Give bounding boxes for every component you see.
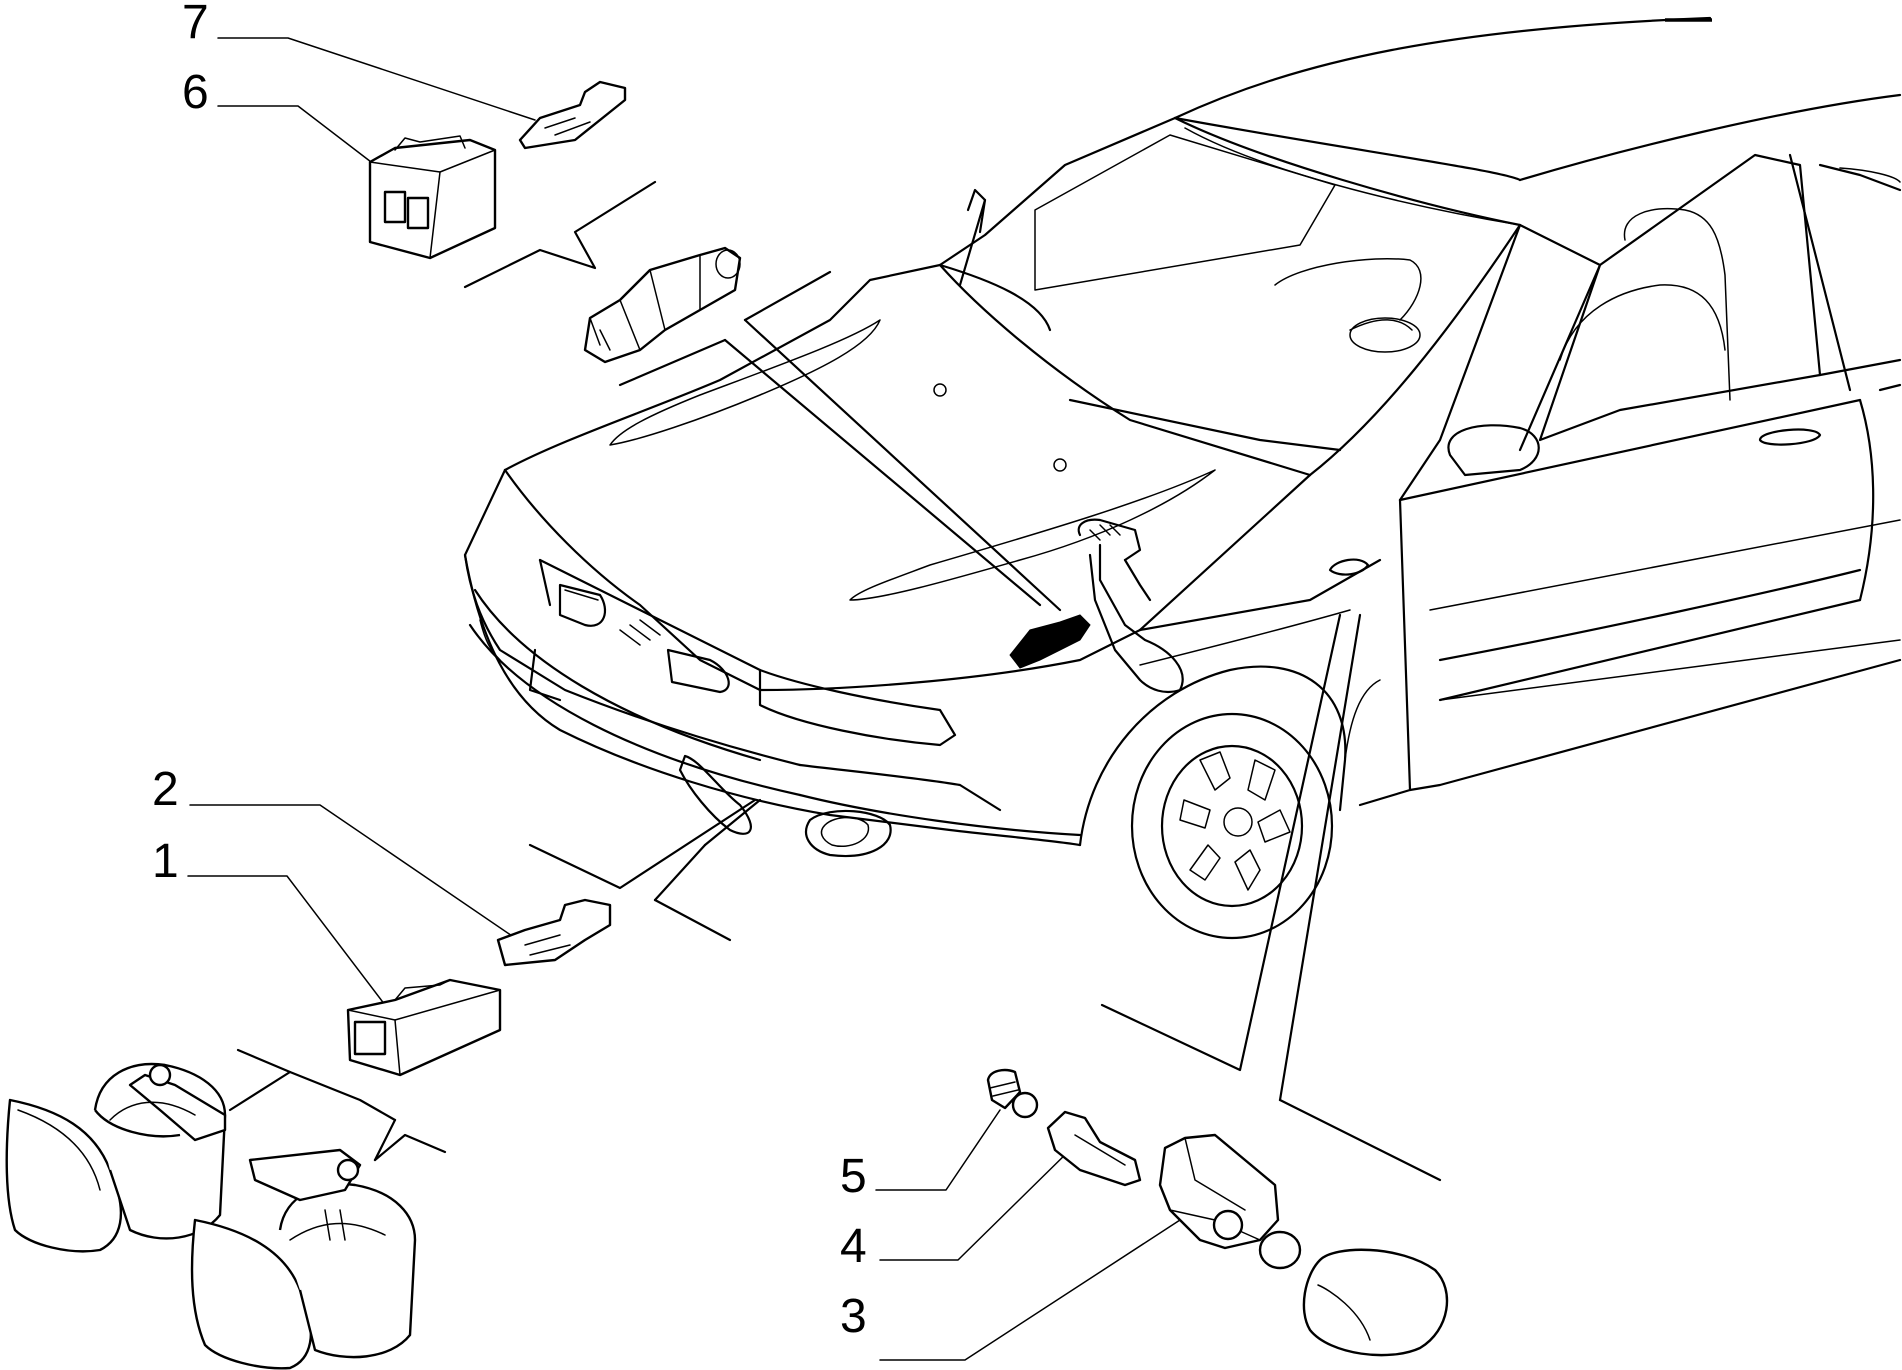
horn-right [190,1148,417,1370]
part-1-connector-housing [346,978,502,1077]
part-7-terminal [518,80,627,150]
part-3-lamp-holder [1158,1133,1302,1270]
callout-7: 7 [182,0,209,49]
part-2-terminal [496,898,612,967]
sensor-switch [583,246,742,364]
car-body [463,16,1902,940]
callout-5: 5 [840,1150,867,1203]
callout-3: 3 [840,1290,867,1343]
brake-pedal-assembly [1077,518,1184,694]
connector-cluster [1009,614,1091,669]
callout-labels: 7 6 2 1 5 4 3 [152,0,867,1343]
part-4-terminal [1046,1110,1142,1187]
callout-2: 2 [152,763,179,816]
horn-left [5,1062,227,1253]
callout-6: 6 [182,66,209,119]
callout-4: 4 [840,1220,867,1273]
leader-lines [187,37,1442,1361]
part-5-bulb [986,1068,1039,1119]
part-6-connector-housing [368,135,497,260]
callout-1: 1 [152,835,179,888]
side-marker-lamp [1302,1248,1449,1357]
